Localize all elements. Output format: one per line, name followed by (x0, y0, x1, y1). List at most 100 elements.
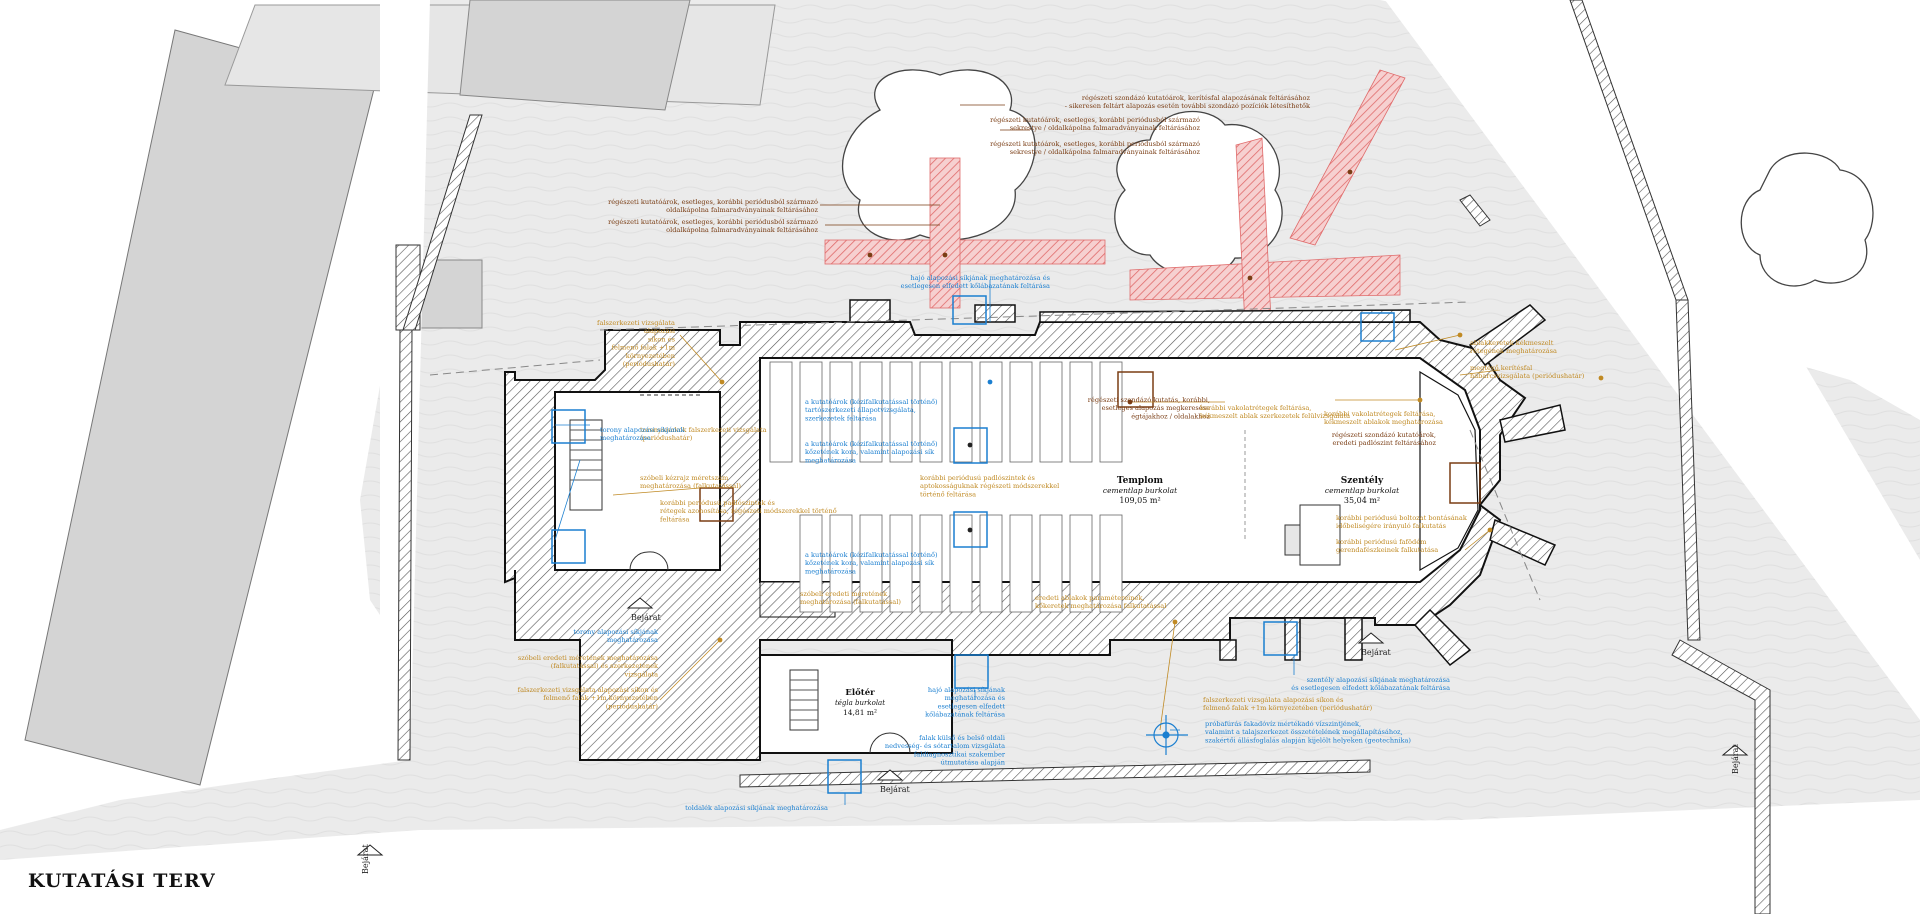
pew (949, 514, 973, 613)
pew (1009, 514, 1033, 613)
room-area-templom: 109,05 m² (1119, 496, 1160, 505)
pew (889, 514, 913, 613)
pew (799, 514, 823, 613)
entrance-label: Bejárat (1361, 648, 1391, 657)
annotation-note: eredeti ablakok paramétereinek,kőkeretek… (1035, 594, 1166, 610)
annotation-note: korábbi vakolatrétegek feltárása,kékmesz… (1200, 404, 1350, 420)
notes-blue: hajó alapozási síkjának meghatározása és… (573, 274, 1450, 812)
pew (1069, 514, 1093, 613)
crosshair-icon (1146, 715, 1188, 755)
marker-dot (967, 442, 973, 448)
annotation-note: korábbi vakolatrétegek feltárása,kékmesz… (1324, 410, 1443, 426)
entrance-label: Bejárat (880, 785, 910, 794)
annotation-note: régészeti szondázó kutatóárok, kerítésfa… (1065, 94, 1311, 110)
pew (1039, 361, 1063, 463)
room-labels: Templom cementlap burkolat 109,05 m² Sze… (835, 475, 1400, 717)
annotation-note: a kutatóárok (kézifalkutatással történő)… (805, 550, 938, 575)
pew (1069, 361, 1093, 463)
marker-dot (1487, 527, 1493, 533)
pew (949, 361, 973, 463)
pew (979, 514, 1003, 613)
dashed-lines (429, 301, 1541, 601)
marker-dot (1598, 375, 1604, 381)
pews-south (799, 514, 1123, 613)
annotation-note: régészeti kutatóárok, esetleges, korábbi… (990, 116, 1200, 132)
pew (919, 514, 943, 613)
pew (889, 361, 913, 463)
annotation-note: falszerkezeti vizsgálata alapozási síkon… (1203, 696, 1373, 712)
room-name-templom: Templom (1117, 476, 1164, 486)
annotation-note: régészeti kutatóárok, esetleges, korábbi… (608, 218, 818, 234)
annotation-note: szentély alapozási síkjának meghatározás… (1291, 676, 1450, 692)
entrance-label: Bejárat (631, 613, 661, 622)
markers (717, 169, 1604, 643)
notes-brown: régészeti szondázó kutatóárok, kerítésfa… (608, 94, 1436, 447)
marker-dot (867, 252, 873, 258)
marker-dot (1417, 397, 1423, 403)
neighbour-buildings (24, 0, 776, 786)
pew (829, 361, 853, 463)
room-area-szentely: 35,04 m² (1344, 496, 1380, 505)
pew (829, 514, 853, 613)
pew (979, 361, 1003, 463)
marker-dot (1172, 619, 1178, 625)
pew (859, 514, 883, 613)
marker-dot (717, 637, 723, 643)
annotation-note: régészeti kutatóárok, esetleges, korábbi… (608, 198, 818, 214)
trenches (824, 69, 1406, 346)
marker-dot (942, 252, 948, 258)
leader-lines (554, 104, 1501, 805)
entrance-label: Bejárat (1731, 744, 1740, 774)
annotation-note: szóbeli eredeti méretének meghatározása(… (518, 654, 659, 678)
marker-dot (1347, 169, 1353, 175)
pews-north (769, 361, 1123, 463)
entrance-markers (356, 597, 1749, 856)
interior-details (569, 394, 1341, 754)
marker-dot (987, 379, 993, 385)
pew (799, 361, 823, 463)
pew (859, 361, 883, 463)
page-title: KUTATÁSI TERV (28, 870, 216, 892)
annotation-note: falszerkezeti vizsgálata alapozási síkon… (518, 686, 659, 710)
annotation-note: régészeti kutatóárok, esetleges, korábbi… (990, 140, 1200, 156)
marker-dot (967, 527, 973, 533)
annotation-note: a kutatóárok (kézifalkutatással történő)… (805, 397, 938, 422)
annotation-note: toldalék alapozási síkjának meghatározás… (685, 804, 828, 812)
marker-dot (1127, 399, 1133, 405)
annotation-note: toronysisakok falszerkezeti vizsgálata(p… (640, 426, 767, 442)
marker-dot (1457, 332, 1463, 338)
entrance-labels: Bejárat Bejárat Bejárat Bejárat Bejárat (361, 613, 1740, 874)
entrance-label: Bejárat (361, 844, 370, 874)
annotation-note: hajó alapozási síkjának meghatározása és… (901, 274, 1051, 290)
room-area-eloter: 14,81 m² (843, 708, 877, 717)
pew (919, 361, 943, 463)
annotation-note: próbafúrás fakadóvíz mértékadó vízszintj… (1204, 720, 1411, 744)
pew (1039, 514, 1063, 613)
room-material-eloter: tégla burkolat (835, 699, 885, 707)
brown-squares (699, 371, 1481, 522)
room-name-eloter: Előtér (845, 687, 875, 698)
pew (1099, 361, 1123, 463)
marker-dot (719, 379, 725, 385)
annotation-note: régészeti szondázó kutatás, korábbi,eset… (1088, 396, 1211, 420)
annotation-note: régészeti szondázó kutatóárok,eredeti pa… (1332, 431, 1437, 447)
room-name-szentely: Szentély (1341, 475, 1384, 486)
annotation-note: a kutatóárok (kézifalkutatással történő)… (805, 439, 938, 464)
survey-squares (551, 295, 1395, 794)
pew (1099, 514, 1123, 613)
